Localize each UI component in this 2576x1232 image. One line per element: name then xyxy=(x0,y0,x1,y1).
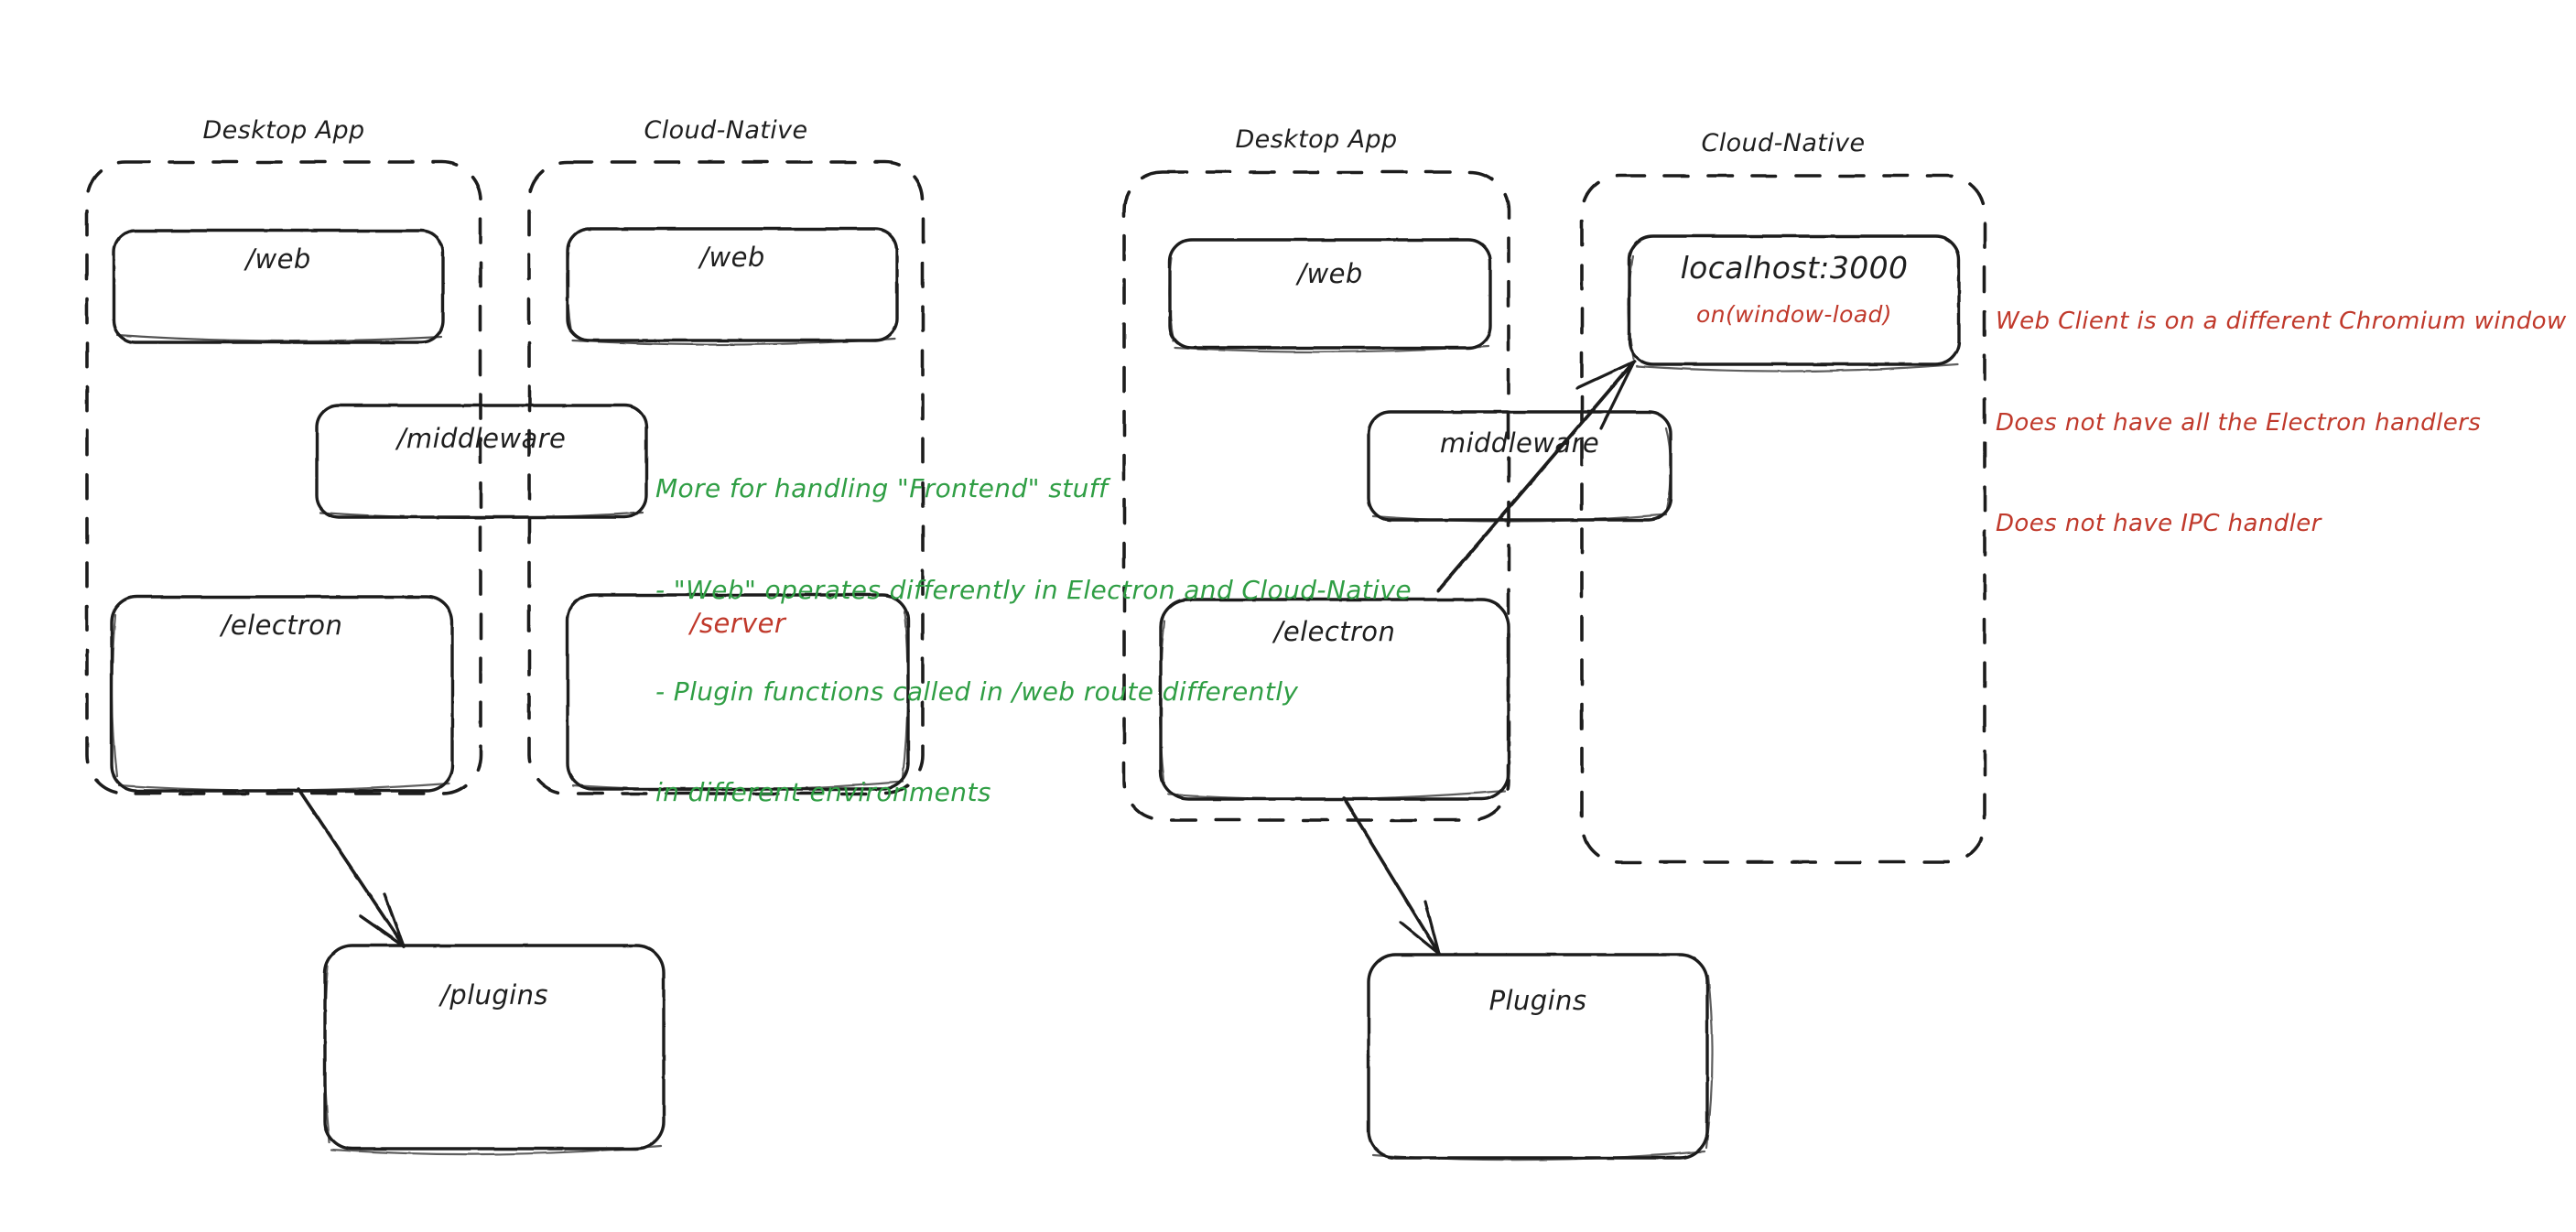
right-desktop-app-container xyxy=(1122,170,1510,822)
right-localhost-label[interactable]: localhost:3000 xyxy=(1680,250,1909,286)
right-electron-label[interactable]: /electron xyxy=(1273,616,1396,647)
left-desktop-web-label[interactable]: /web xyxy=(245,243,311,275)
right-plugins-label[interactable]: Plugins xyxy=(1488,985,1587,1016)
left-electron-to-plugins-arrow xyxy=(297,787,406,948)
left-middleware-label[interactable]: /middleware xyxy=(396,423,567,454)
frontend-note-line-3: - Plugin functions called in /web route … xyxy=(655,675,1299,707)
right-plugins-shape xyxy=(1367,953,1714,1162)
left-cloud-native-container xyxy=(527,160,925,795)
web-client-note: Web Client is on a different Chromium wi… xyxy=(1996,237,2567,609)
left-plugins-label[interactable]: /plugins xyxy=(440,979,548,1010)
left-server-label[interactable]: /server xyxy=(689,608,786,639)
left-server-shape xyxy=(566,593,910,792)
right-cloud-native-title: Cloud-Native xyxy=(1701,129,1866,157)
right-desktop-web-shape xyxy=(1168,238,1492,353)
frontend-note: More for handling "Frontend" stuff - "We… xyxy=(655,405,1412,878)
left-plugins-shape xyxy=(323,944,666,1156)
right-electron-shape xyxy=(1158,598,1510,801)
left-desktop-app-title: Desktop App xyxy=(202,116,365,145)
web-client-note-line-3: Does not have IPC handler xyxy=(1996,510,2322,538)
left-desktop-app-container xyxy=(85,160,482,795)
right-desktop-app-title: Desktop App xyxy=(1235,125,1398,154)
frontend-note-line-1: More for handling "Frontend" stuff xyxy=(655,472,1109,503)
left-electron-shape xyxy=(110,595,454,793)
left-electron-label[interactable]: /electron xyxy=(221,610,343,641)
right-middleware-shape xyxy=(1367,410,1672,523)
left-desktop-web-shape xyxy=(112,229,445,344)
right-localhost-sublabel: on(window-load) xyxy=(1696,301,1892,328)
frontend-note-line-2: - "Web" operates differently in Electron… xyxy=(655,574,1412,605)
web-client-note-line-2: Does not have all the Electron handlers xyxy=(1996,408,2482,437)
web-client-note-line-1: Web Client is on a different Chromium wi… xyxy=(1996,307,2567,335)
frontend-note-line-4: in different environments xyxy=(655,777,991,808)
right-electron-to-localhost-arrow xyxy=(1436,360,1636,592)
left-cloud-native-title: Cloud-Native xyxy=(644,116,808,145)
left-middleware-shape xyxy=(315,404,648,520)
left-cloud-web-shape xyxy=(566,227,899,346)
right-electron-to-plugins-arrow xyxy=(1342,796,1441,956)
right-localhost-shape xyxy=(1627,234,1961,373)
right-desktop-web-label[interactable]: /web xyxy=(1297,258,1363,289)
right-middleware-label[interactable]: middleware xyxy=(1439,427,1600,459)
left-cloud-web-label[interactable]: /web xyxy=(699,242,765,273)
